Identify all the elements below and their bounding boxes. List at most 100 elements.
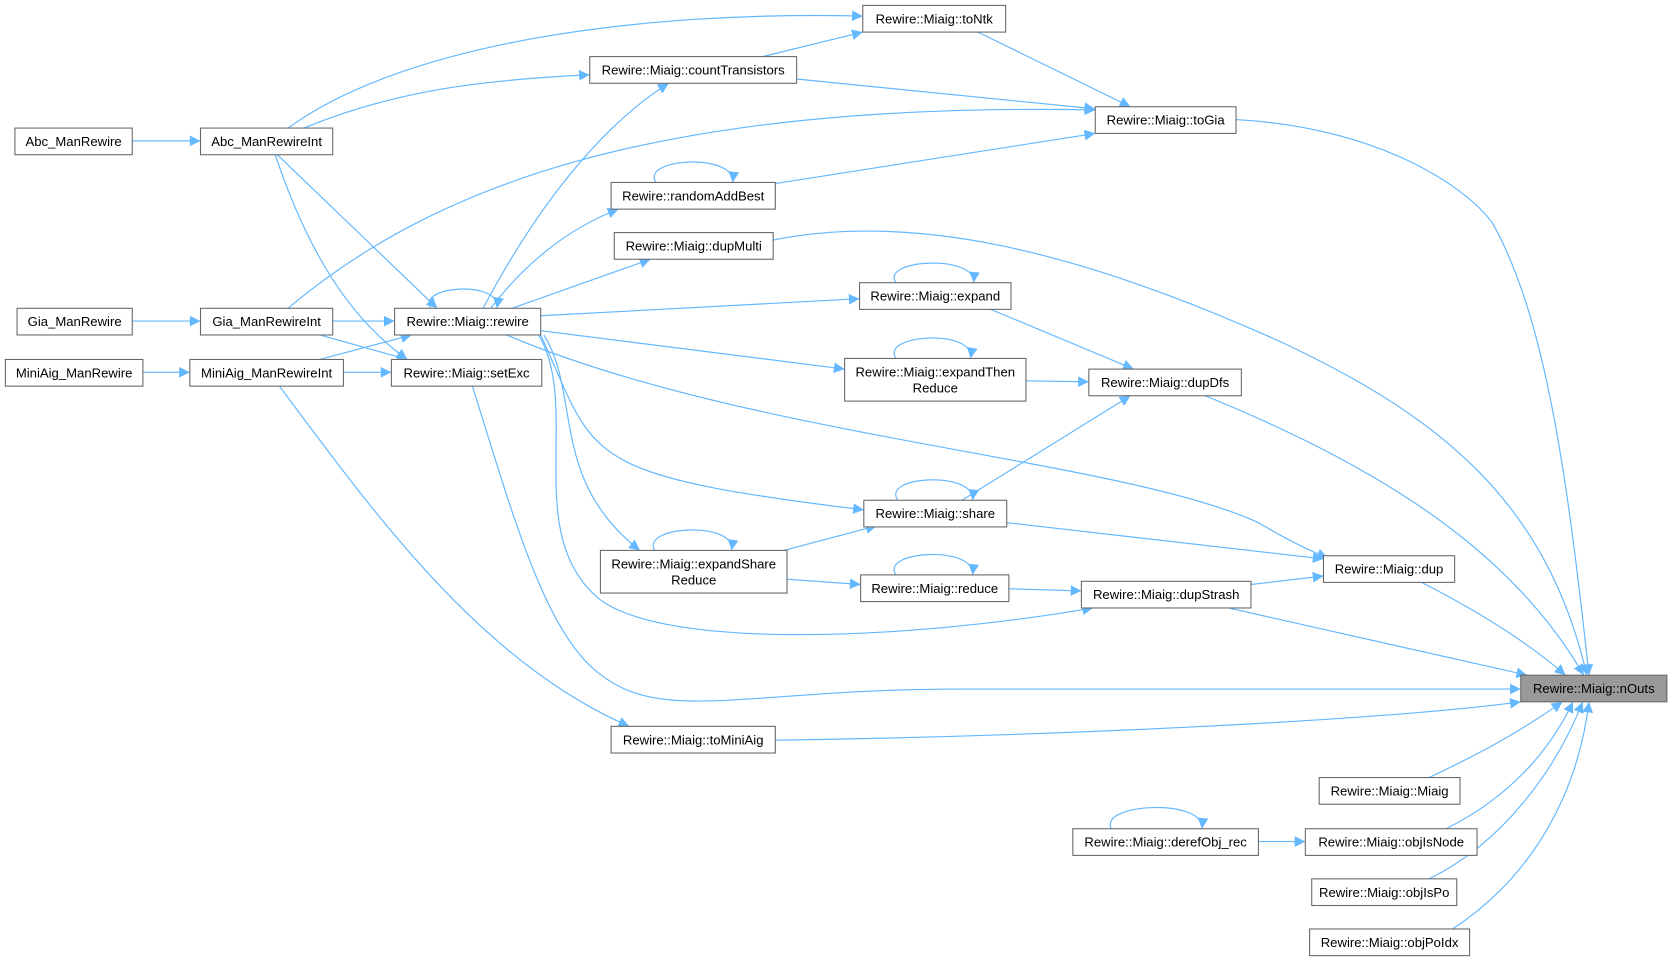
node-label: Rewire::Miaig::toGia [1107, 113, 1226, 128]
node-nOuts[interactable]: Rewire::Miaig::nOuts [1520, 674, 1668, 703]
node-box [862, 4, 1007, 33]
edge-dupDfs-to-nOuts [1204, 395, 1585, 676]
node-box [599, 549, 788, 594]
node-label: Rewire::Miaig::toNtk [876, 11, 994, 26]
node-box [394, 307, 542, 336]
node-label: Rewire::Miaig::objIsNode [1318, 835, 1464, 850]
node-label: Rewire::Miaig::nOuts [1533, 681, 1655, 696]
edge-randomAddBest-to-randomAddBest [653, 161, 740, 183]
node-label: Rewire::Miaig::objIsPo [1319, 885, 1449, 900]
node-objIsNode[interactable]: Rewire::Miaig::objIsNode [1304, 828, 1478, 856]
node-objPoIdx[interactable]: Rewire::Miaig::objPoIdx [1309, 928, 1471, 957]
node-box [390, 358, 543, 387]
edge-setExc-to-nOuts [471, 385, 1521, 702]
edge-objIsPo-to-nOuts [1428, 701, 1584, 880]
node-Abc_ManRewireInt[interactable]: Abc_ManRewireInt [199, 127, 334, 156]
node-share[interactable]: Rewire::Miaig::share [863, 499, 1008, 528]
node-expand[interactable]: Rewire::Miaig::expand [859, 282, 1012, 310]
node-Gia_ManRewireInt[interactable]: Gia_ManRewireInt [199, 307, 334, 336]
node-dupDfs[interactable]: Rewire::Miaig::dupDfs [1088, 368, 1242, 397]
node-rewire[interactable]: Rewire::Miaig::rewire [394, 307, 542, 336]
edge-expandShareReduce-to-expandShareReduce [652, 529, 739, 551]
node-countTransistors[interactable]: Rewire::Miaig::countTransistors [589, 56, 798, 84]
node-setExc[interactable]: Rewire::Miaig::setExc [390, 358, 543, 387]
node-box [1088, 368, 1242, 397]
node-label: Rewire::Miaig::expandThen [855, 364, 1015, 379]
edge-rewire-to-expandThenReduce [540, 330, 845, 374]
nodes-layer: Rewire::Miaig::nOuts Rewire::Miaig::toNtk… [4, 4, 1668, 957]
edge-share-to-dupDfs [961, 395, 1131, 501]
node-label: Reduce [913, 380, 958, 395]
node-box [1072, 828, 1259, 856]
node-box [4, 358, 144, 387]
node-label: Rewire::Miaig::setExc [404, 365, 530, 380]
node-box [610, 181, 776, 210]
node-box [859, 282, 1012, 310]
node-label: Abc_ManRewireInt [211, 134, 322, 149]
edge-dup-to-nOuts [1421, 581, 1566, 676]
edge-toMiniAig-to-nOuts [775, 697, 1521, 741]
edge-reduce-to-dupStrash [1008, 585, 1082, 596]
node-Miaig[interactable]: Rewire::Miaig::Miaig [1318, 777, 1461, 805]
node-label: Rewire::Miaig::dupDfs [1101, 375, 1230, 390]
node-box [589, 56, 798, 84]
node-label: Abc_ManRewire [25, 134, 121, 149]
edge-share-to-share [895, 479, 980, 501]
edge-dupStrash-to-dup [1250, 571, 1324, 586]
node-Gia_ManRewire[interactable]: Gia_ManRewire [16, 307, 133, 336]
node-label: Rewire::Miaig::objPoIdx [1321, 935, 1459, 950]
edge-expand-to-dupDfs [990, 308, 1134, 370]
node-box [1311, 878, 1458, 907]
edge-derefObj_rec-to-derefObj_rec [1109, 806, 1209, 829]
node-label: Gia_ManRewire [28, 314, 122, 329]
edge-dupMulti-to-nOuts [773, 230, 1590, 676]
node-label: Rewire::Miaig::expandShare [611, 556, 776, 571]
node-Abc_ManRewire[interactable]: Abc_ManRewire [14, 127, 133, 156]
node-label: Rewire::Miaig::toMiniAig [623, 732, 764, 747]
node-label: Rewire::Miaig::dupMulti [626, 238, 762, 253]
node-box [189, 358, 344, 387]
edge-expandShareReduce-to-share [783, 523, 877, 551]
node-toGia[interactable]: Rewire::Miaig::toGia [1094, 106, 1237, 134]
node-MiniAig_ManRewireInt[interactable]: MiniAig_ManRewireInt [189, 358, 344, 387]
edge-MiniAig_ManRewireInt-to-toMiniAig [278, 385, 630, 727]
node-derefObj_rec[interactable]: Rewire::Miaig::derefObj_rec [1072, 828, 1259, 856]
node-label: Rewire::Miaig::countTransistors [602, 63, 786, 78]
edge-rewire-to-rewire [428, 288, 504, 309]
node-box [1080, 580, 1252, 609]
node-randomAddBest[interactable]: Rewire::randomAddBest [610, 181, 776, 210]
node-objIsPo[interactable]: Rewire::Miaig::objIsPo [1311, 878, 1458, 907]
node-box [610, 725, 776, 754]
edge-expandShareReduce-to-reduce [787, 578, 861, 590]
edge-MiniAig_ManRewireInt-to-rewire [319, 332, 412, 361]
edge-rewire-to-dupMulti [511, 257, 651, 309]
node-box [1322, 555, 1456, 583]
edge-rewire-to-randomAddBest [490, 207, 619, 309]
edge-rewire-to-dup [506, 334, 1328, 559]
edge-expand-to-expand [893, 262, 980, 284]
node-dupMulti[interactable]: Rewire::Miaig::dupMulti [613, 232, 774, 260]
edge-rewire-to-dupStrash [538, 334, 1094, 636]
node-label: Gia_ManRewireInt [212, 314, 321, 329]
node-box [1309, 928, 1471, 957]
edge-randomAddBest-to-toGia [775, 129, 1096, 185]
node-toNtk[interactable]: Rewire::Miaig::toNtk [862, 4, 1007, 33]
node-box [1520, 674, 1668, 703]
node-dupStrash[interactable]: Rewire::Miaig::dupStrash [1080, 580, 1252, 609]
edge-rewire-to-countTransistors [482, 82, 669, 309]
edge-expandThenReduce-to-expandThenReduce [893, 337, 978, 359]
edge-dupStrash-to-nOuts [1228, 607, 1528, 679]
node-box [16, 307, 133, 336]
edge-expandThenReduce-to-dupDfs [1025, 376, 1089, 388]
node-MiniAig_ManRewire[interactable]: MiniAig_ManRewire [4, 358, 144, 387]
edge-Abc_ManRewireInt-to-setExc [274, 154, 408, 360]
node-label: Rewire::randomAddBest [622, 188, 764, 203]
node-label: Rewire::Miaig::derefObj_rec [1084, 835, 1247, 850]
node-dup[interactable]: Rewire::Miaig::dup [1322, 555, 1456, 583]
node-toMiniAig[interactable]: Rewire::Miaig::toMiniAig [610, 725, 776, 754]
edge-toNtk-to-toGia [977, 31, 1131, 108]
node-label: MiniAig_ManRewireInt [201, 365, 333, 380]
node-reduce[interactable]: Rewire::Miaig::reduce [860, 574, 1010, 603]
